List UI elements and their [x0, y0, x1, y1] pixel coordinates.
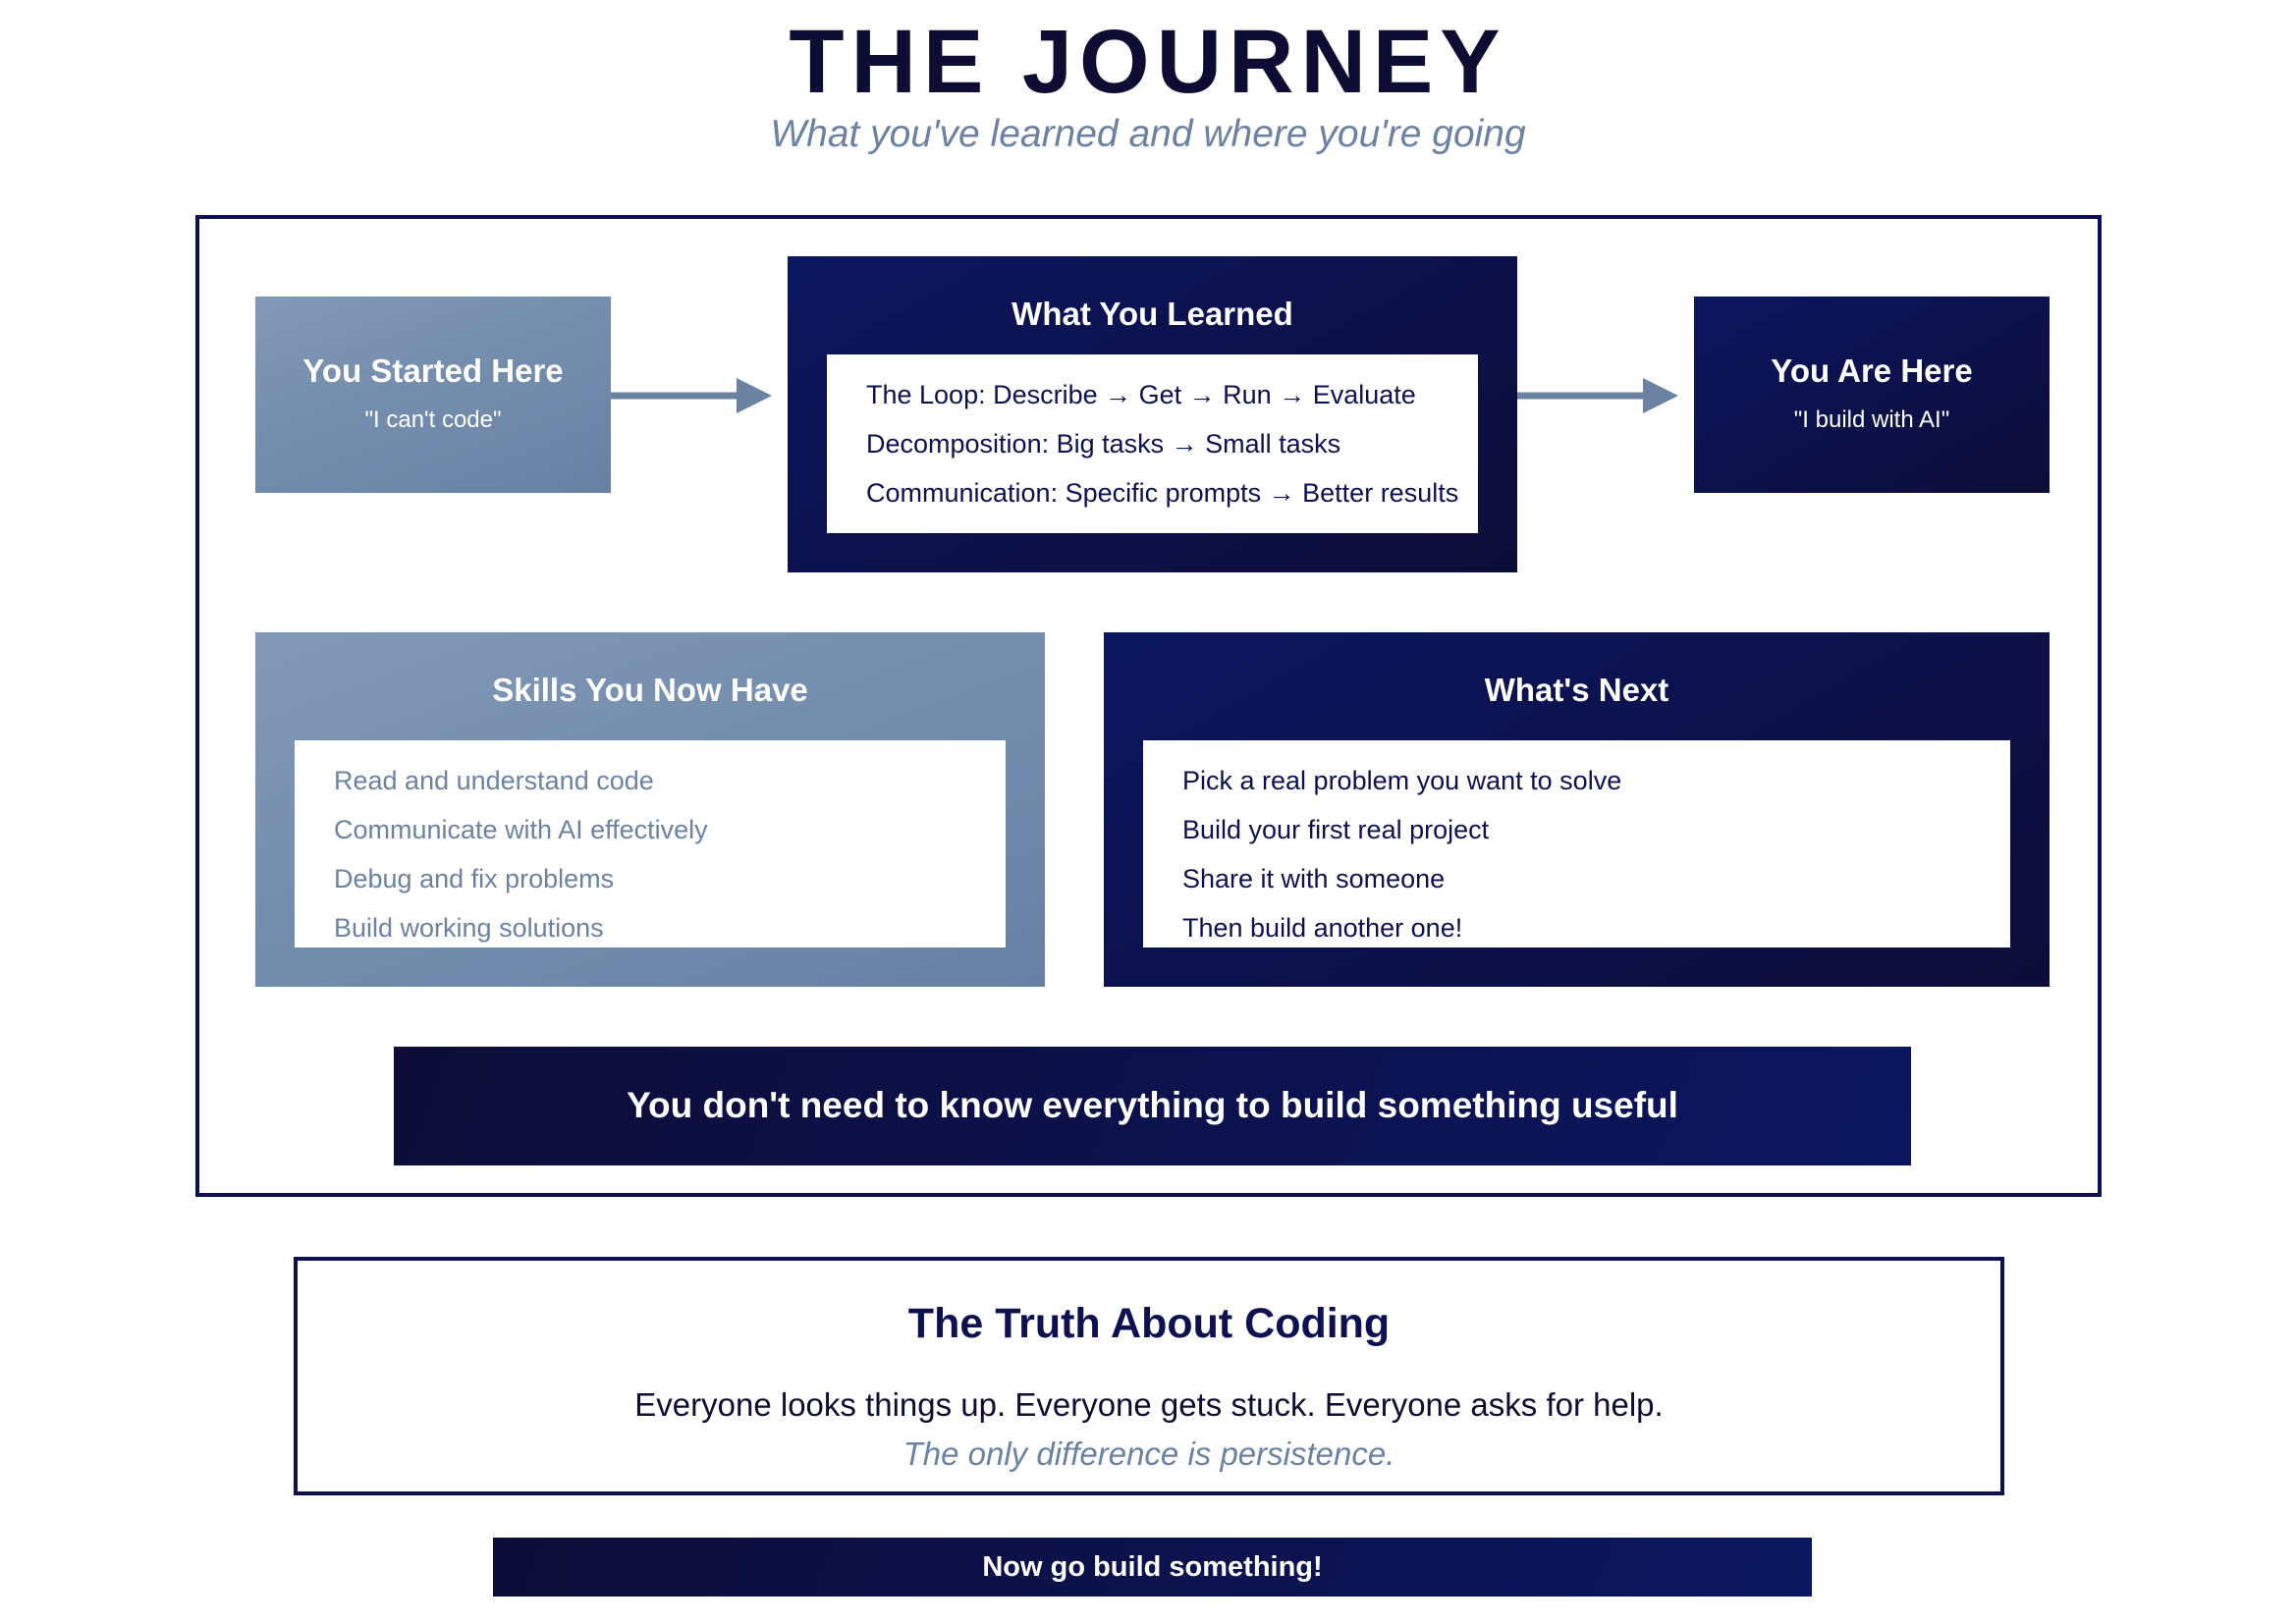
cta-banner: Now go build something! — [493, 1538, 1812, 1597]
cta-text: Now go build something! — [982, 1551, 1323, 1583]
message-banner: You don't need to know everything to bui… — [394, 1047, 1911, 1165]
next-title: What's Next — [1484, 672, 1669, 708]
skills-list: Read and understand code Communicate wit… — [295, 740, 1006, 947]
list-item: The Loop: Describe → Get → Run → Evaluat… — [866, 380, 1416, 409]
truth-emphasis: The only difference is persistence. — [902, 1435, 1395, 1472]
arrow-right-icon — [1517, 378, 1678, 413]
list-item: Pick a real problem you want to solve — [1182, 766, 1622, 795]
list-item: Build your first real project — [1182, 815, 1490, 844]
here-quote: "I build with AI" — [1793, 406, 1950, 433]
here-title: You Are Here — [1771, 352, 1973, 389]
journey-frame: You Started Here "I can't code" What You… — [195, 215, 2102, 1197]
banner-text: You don't need to know everything to bui… — [627, 1085, 1678, 1125]
truth-title: The Truth About Coding — [907, 1300, 1391, 1347]
started-quote: "I can't code" — [364, 406, 502, 433]
next-list: Pick a real problem you want to solve Bu… — [1143, 740, 2010, 947]
list-item: Share it with someone — [1182, 864, 1446, 893]
here-box: You Are Here "I build with AI" — [1694, 297, 2050, 493]
next-box: What's Next Pick a real problem you want… — [1104, 632, 2050, 987]
truth-box: The Truth About Coding Everyone looks th… — [294, 1257, 2004, 1495]
started-box: You Started Here "I can't code" — [255, 297, 611, 493]
page-title: THE JOURNEY — [789, 12, 1507, 112]
skills-title: Skills You Now Have — [492, 672, 808, 708]
learned-box: What You Learned The Loop: Describe → Ge… — [788, 256, 1517, 572]
list-item: Then build another one! — [1182, 913, 1463, 943]
list-item: Communicate with AI effectively — [334, 815, 708, 844]
skills-box: Skills You Now Have Read and understand … — [255, 632, 1045, 987]
list-item: Decomposition: Big tasks → Small tasks — [866, 429, 1341, 459]
arrow-right-icon — [611, 378, 772, 413]
learned-list: The Loop: Describe → Get → Run → Evaluat… — [827, 354, 1478, 533]
truth-text: Everyone looks things up. Everyone gets … — [634, 1386, 1664, 1423]
page-subtitle: What you've learned and where you're goi… — [770, 113, 1526, 155]
list-item: Debug and fix problems — [334, 864, 615, 893]
list-item: Communication: Specific prompts → Better… — [866, 478, 1459, 508]
started-title: You Started Here — [302, 352, 564, 389]
list-item: Build working solutions — [334, 913, 604, 943]
learned-title: What You Learned — [1011, 296, 1293, 332]
list-item: Read and understand code — [334, 766, 654, 795]
